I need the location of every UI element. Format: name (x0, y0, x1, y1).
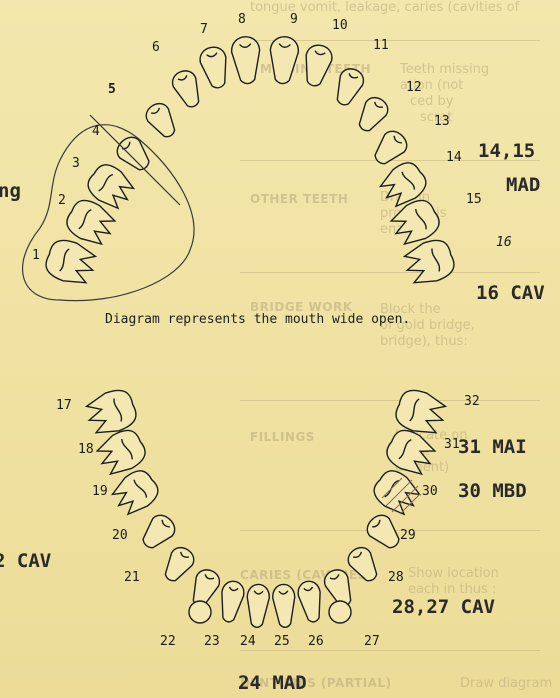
tooth-number-21: 21 (124, 570, 140, 585)
annotation-2-cav: 2 CAV (0, 550, 51, 572)
upper-tooth-9 (268, 36, 299, 85)
tooth-number-24: 24 (240, 634, 256, 649)
upper-tooth-7 (198, 45, 232, 90)
pencil-circle-mark (23, 125, 194, 301)
annotation-14-15: 14,15 (478, 140, 535, 162)
lower-tooth-19 (108, 465, 164, 520)
root-stump-mark (189, 601, 211, 623)
tooth-number-8: 8 (238, 12, 246, 27)
tooth-number-5: 5 (108, 82, 116, 97)
tooth-number-2: 2 (58, 193, 66, 208)
tooth-number-18: 18 (78, 442, 94, 457)
tooth-number-9: 9 (290, 12, 298, 27)
upper-tooth-6 (169, 67, 205, 110)
root-stump-mark (329, 601, 351, 623)
lower-tooth-20 (136, 511, 179, 554)
tooth-number-17: 17 (56, 398, 72, 413)
tooth-number-19: 19 (92, 484, 108, 499)
tooth-number-3: 3 (72, 156, 80, 171)
tooth-number-32: 32 (464, 394, 480, 409)
tooth-number-7: 7 (200, 22, 208, 37)
lower-tooth-26 (296, 580, 325, 624)
diagram-caption: Diagram represents the mouth wide open. (105, 312, 410, 327)
upper-tooth-8 (231, 36, 262, 85)
tooth-number-16: 16 (496, 235, 512, 250)
upper-tooth-11 (331, 65, 367, 108)
tooth-number-12: 12 (406, 80, 422, 95)
upper-tooth-1 (42, 236, 100, 290)
tooth-number-30: 30 (422, 484, 438, 499)
tooth-number-10: 10 (332, 18, 348, 33)
tooth-number-15: 15 (466, 192, 482, 207)
annotation-31: 31 MAI (458, 436, 527, 458)
tooth-number-26: 26 (308, 634, 324, 649)
tooth-number-22: 22 (160, 634, 176, 649)
lower-tooth-23 (217, 580, 246, 624)
annotation-16-cav: 16 CAV (476, 282, 545, 304)
tooth-number-13: 13 (434, 114, 450, 129)
tooth-number-6: 6 (152, 40, 160, 55)
tooth-number-1: 1 (32, 248, 40, 263)
lower-tooth-25 (272, 584, 296, 628)
upper-tooth-12 (353, 93, 392, 135)
tooth-number-14: 14 (446, 150, 462, 165)
annotation-ng: ng (0, 180, 21, 202)
tooth-number-11: 11 (373, 38, 389, 53)
lower-tooth-21 (159, 543, 198, 585)
annotation-24-mad: 24 MAD (238, 672, 307, 694)
upper-tooth-10 (300, 43, 334, 88)
annotation-28-27-cav: 28,27 CAV (392, 596, 495, 618)
tooth-number-23: 23 (204, 634, 220, 649)
tooth-number-20: 20 (112, 528, 128, 543)
tooth-number-28: 28 (388, 570, 404, 585)
tooth-number-25: 25 (274, 634, 290, 649)
tooth-number-27: 27 (364, 634, 380, 649)
lower-tooth-30 (369, 465, 425, 520)
annotation-30: 30 MBD (458, 480, 527, 502)
tooth-number-29: 29 (400, 528, 416, 543)
annotation-mad-upper: MAD (506, 174, 540, 196)
upper-tooth-5 (142, 99, 181, 141)
tooth-number-4: 4 (92, 124, 100, 139)
lower-tooth-24 (246, 584, 270, 628)
upper-tooth-16 (400, 236, 458, 290)
lower-tooth-28 (344, 543, 383, 585)
